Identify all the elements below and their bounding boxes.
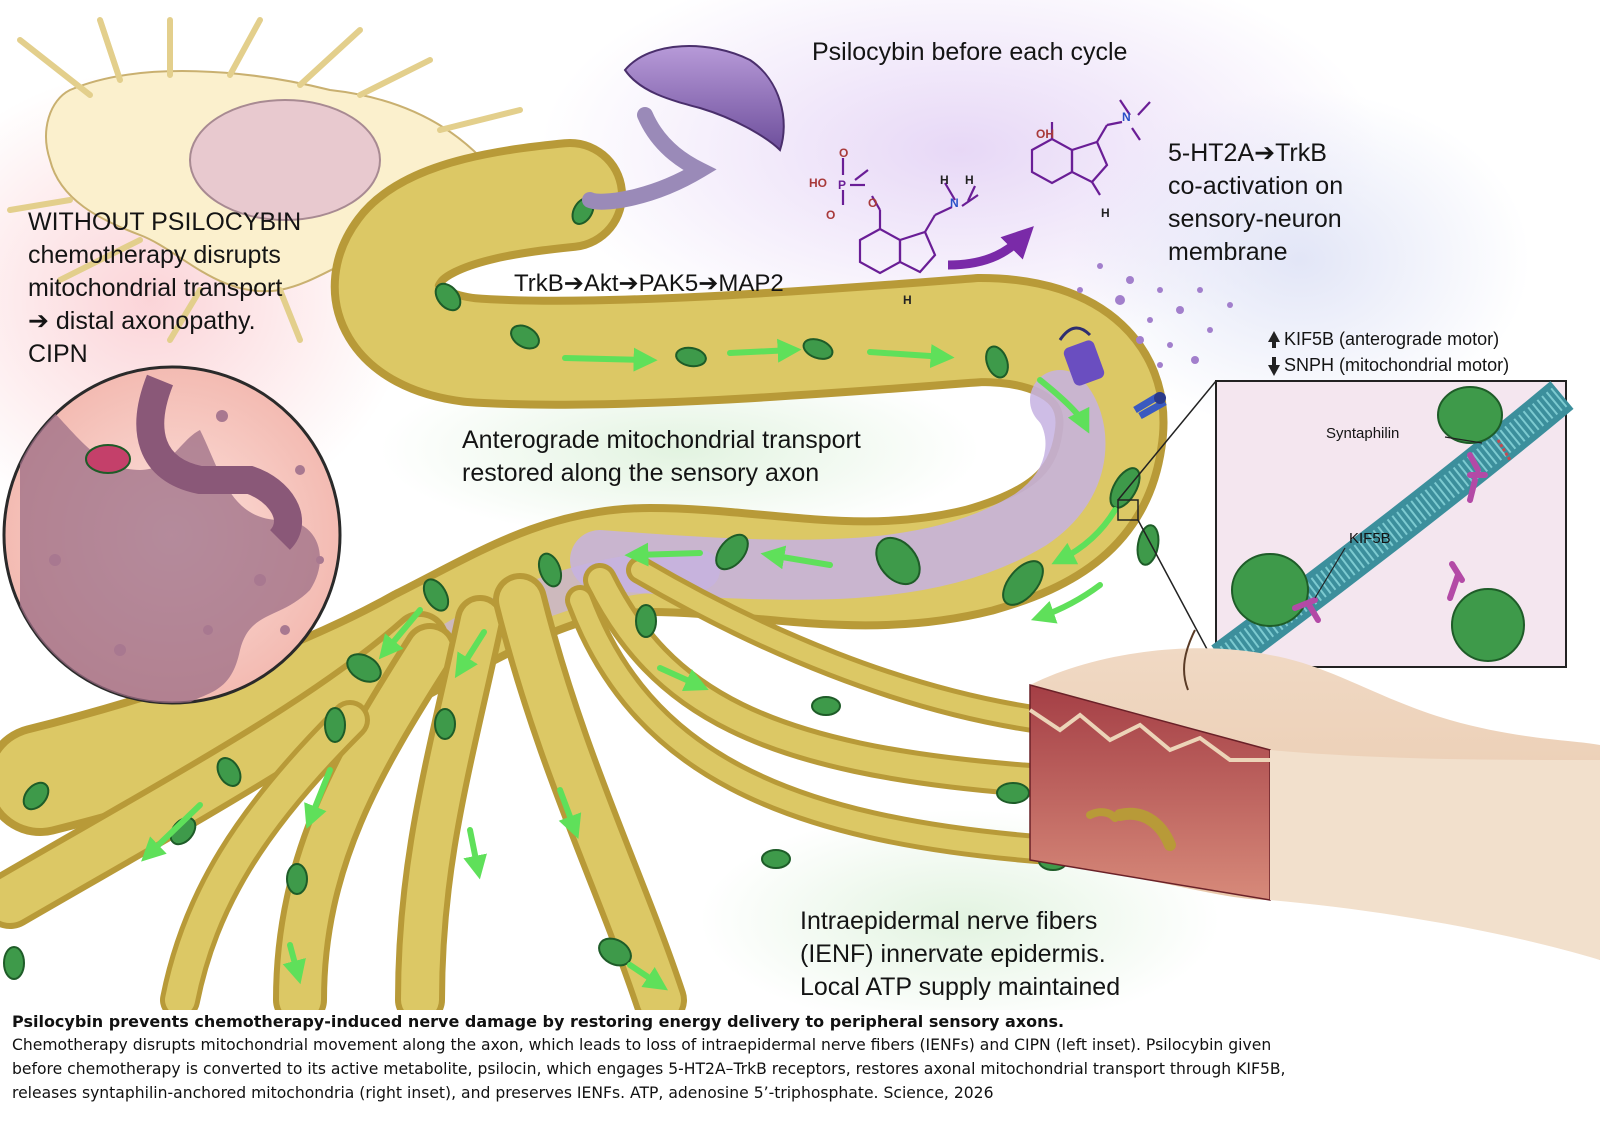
chem-o1: O [826,208,836,222]
chem-o2: O [868,196,878,210]
coactivation-line-1: 5-HT2A➔TrkB [1168,139,1327,167]
ienf-line-2: (IENF) innervate epidermis. [800,940,1106,968]
label-without-psilocybin: WITHOUT PSILOCYBIN chemotherapy disrupts… [28,206,301,371]
chem-n-left: N [950,196,959,210]
chem-n-right: N [1122,110,1131,124]
label-ienf: Intraepidermal nerve fibers (IENF) inner… [800,905,1120,1004]
conversion-arrow [947,226,1034,270]
label-coactivation: 5-HT2A➔TrkB co-activation on sensory-neu… [1168,137,1343,269]
chem-ho: HO [809,176,827,190]
figure-caption: Psilocybin prevents chemotherapy-induced… [12,1010,1592,1105]
zoom-connector [1117,380,1217,667]
left-inset [2,365,342,705]
ienf-line-3: Local ATP supply maintained [800,973,1121,1001]
caption-line-1: Chemotherapy disrupts mitochondrial move… [12,1036,1272,1054]
label-transport: Anterograde mitochondrial transport rest… [462,424,861,490]
chem-o-minus: O [839,146,849,160]
ienf-line-1: Intraepidermal nerve fibers [800,907,1098,935]
right-inset [1211,380,1574,675]
caption-title: Psilocybin prevents chemotherapy-induced… [12,1012,1065,1031]
caption-line-3: releases syntaphilin-anchored mitochondr… [12,1084,994,1102]
mushroom [582,45,785,210]
coactivation-line-2: co-activation on [1168,172,1344,200]
illustration [0,0,1600,1030]
psilocin-particles [1077,263,1233,368]
chem-h-methyl: H [965,173,974,187]
transport-line-2: restored along the sensory axon [462,459,820,487]
chem-p: P [838,178,847,192]
label-pathway: TrkB➔Akt➔PAK5➔MAP2 [514,270,784,297]
receptors [1058,326,1167,420]
mitochondria [3,197,1160,980]
without-line-5: CIPN [28,340,88,368]
without-line-1: WITHOUT PSILOCYBIN [28,208,302,236]
caption-line-2: before chemotherapy is converted to its … [12,1060,1286,1078]
transport-line-1: Anterograde mitochondrial transport [462,426,861,454]
without-line-4: ➔ distal axonopathy. [28,307,256,335]
without-line-3: mitochondrial transport [28,274,283,302]
label-snph-down: SNPH (mitochondrial motor) [1284,355,1510,375]
label-kif5b: KIF5B [1349,530,1391,547]
caption-body: Chemotherapy disrupts mitochondrial move… [12,1033,1592,1105]
regulation-arrows [1268,331,1280,376]
label-syntaphilin: Syntaphilin [1326,425,1400,442]
transport-arrows [141,338,1118,991]
coactivation-line-3: sensory-neuron [1168,205,1342,233]
without-line-2: chemotherapy disrupts [28,241,281,269]
figure: HO P O O O H N H H OH N H Psilocybin bef… [0,0,1600,1030]
chem-h-ring-right: H [1101,206,1110,220]
psilocin-structure [1030,99,1151,196]
psilocybin-structure [841,158,979,275]
chem-h-plus: H [940,173,949,187]
chem-oh: OH [1036,127,1054,141]
coactivation-line-4: membrane [1168,238,1288,266]
skin-block [1028,629,1600,960]
chem-h-ring-left: H [903,293,912,307]
label-psilocybin-cycle: Psilocybin before each cycle [812,38,1128,66]
label-kif5b-up: KIF5B (anterograde motor) [1284,329,1500,349]
